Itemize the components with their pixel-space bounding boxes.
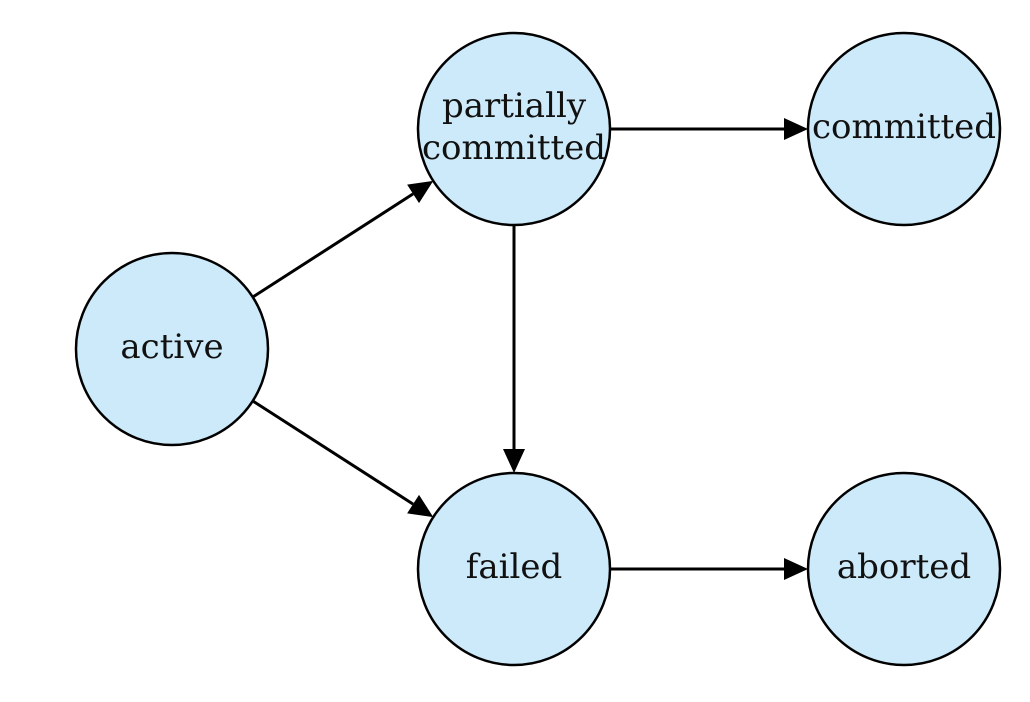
state-label: committed: [812, 107, 996, 147]
state-label: active: [120, 327, 223, 367]
state-circle: [416, 471, 612, 667]
edge-partially-committed-to-committed: [610, 118, 808, 140]
state-node-failed: failed: [416, 471, 612, 667]
state-label: failed: [466, 547, 563, 587]
edge-line: [251, 399, 414, 506]
edge-partially-committed-to-failed: [503, 225, 525, 473]
edge-active-to-failed: [251, 399, 434, 518]
state-label: aborted: [837, 547, 971, 587]
state-label: partially: [442, 86, 587, 126]
arrowhead-icon: [784, 118, 808, 140]
edges-layer: [251, 118, 808, 580]
edge-active-to-partially-committed: [251, 180, 434, 299]
state-node-aborted: aborted: [806, 471, 1002, 667]
state-circle: [806, 31, 1002, 227]
edge-failed-to-aborted: [610, 558, 808, 580]
arrowhead-icon: [784, 558, 808, 580]
state-circle: [74, 251, 270, 447]
state-circle: [806, 471, 1002, 667]
arrowhead-icon: [503, 449, 525, 473]
arrowhead-icon: [407, 494, 434, 518]
edge-line: [251, 192, 414, 299]
state-circle: [416, 31, 612, 227]
state-node-active: active: [74, 251, 270, 447]
arrowhead-icon: [407, 180, 434, 204]
state-label: committed: [422, 128, 606, 168]
state-node-committed: committed: [806, 31, 1002, 227]
